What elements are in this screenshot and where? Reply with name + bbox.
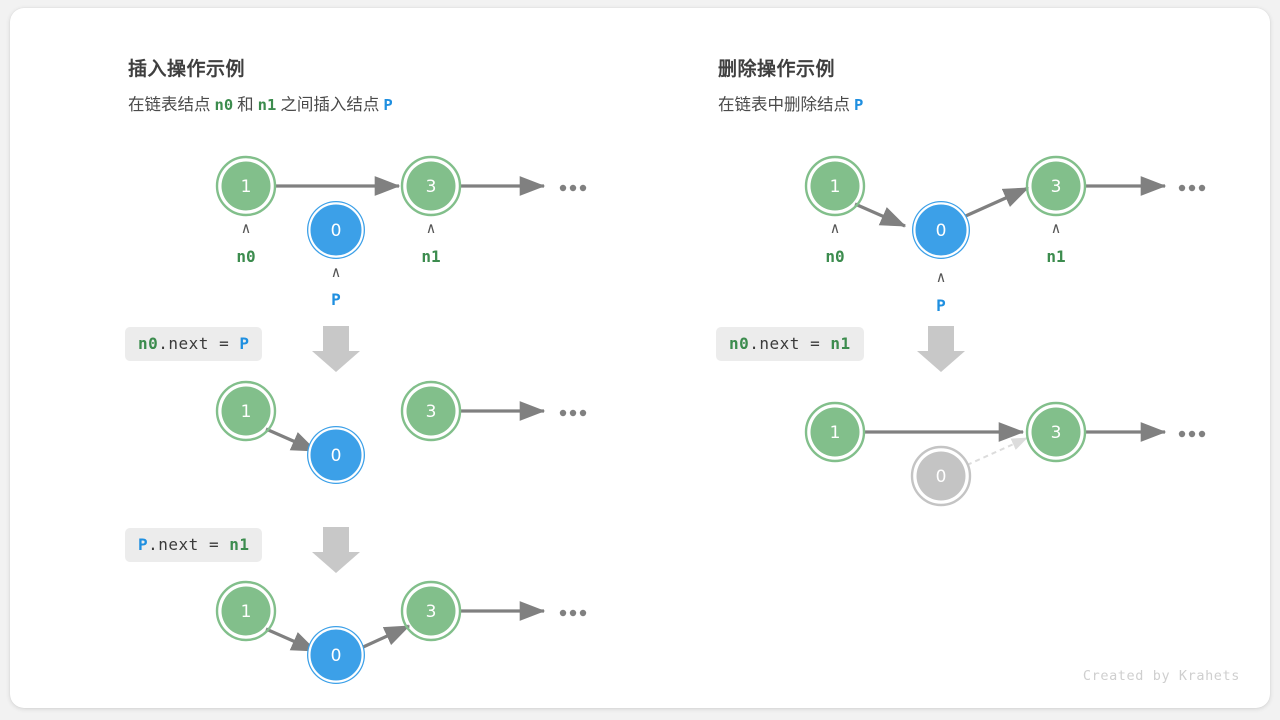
subtitle-text-part1: 在链表中删除结点	[718, 96, 850, 114]
node-value: 1	[830, 423, 841, 443]
node-n0[interactable]: 1	[215, 155, 277, 217]
node-value: 1	[241, 602, 252, 622]
remove-step-0: 1 ∧ n0 0 ∧ P 3 ∧ n1	[804, 155, 1206, 315]
node-value: 1	[830, 177, 841, 197]
node-p-removed[interactable]: 0	[910, 445, 972, 507]
node-label-n0: n0	[825, 247, 844, 266]
caret-icon: ∧	[830, 219, 839, 237]
node-value: 3	[426, 177, 437, 197]
node-n0[interactable]: 1	[804, 155, 866, 217]
node-n1[interactable]: 3	[400, 580, 462, 642]
node-n0[interactable]: 1	[215, 580, 277, 642]
panel-title-insert: 插入操作示例	[128, 59, 246, 80]
step-down-arrow-icon	[312, 527, 360, 573]
remove-step-1: 1 0 3	[804, 401, 1206, 507]
node-value: 0	[936, 467, 947, 487]
code-pill-p-next-n1: P.next = n1	[125, 528, 263, 562]
node-value: 0	[331, 646, 342, 666]
remove-diagram-stage: 1 ∧ n0 0 ∧ P 3 ∧ n1	[804, 155, 1206, 507]
node-p[interactable]: 0	[307, 426, 365, 484]
node-n1[interactable]: 3	[1025, 401, 1087, 463]
arrow-n0-to-p	[265, 627, 318, 653]
code-token-p: P	[239, 334, 250, 353]
step-down-arrow-icon	[917, 326, 965, 372]
node-p[interactable]: 0	[307, 201, 365, 259]
step-down-arrow-icon	[312, 326, 360, 372]
node-p[interactable]: 0	[912, 201, 970, 259]
credit-label: Created by Krahets	[1082, 668, 1240, 684]
ellipsis-next	[559, 184, 587, 192]
caret-icon: ∧	[426, 219, 435, 237]
node-value: 1	[241, 402, 252, 422]
code-token-next-eq: .next =	[158, 334, 240, 353]
insert-step-0: 1 ∧ n0 0 ∧ P 3 ∧ n1	[215, 155, 587, 309]
ellipsis-next	[559, 409, 587, 417]
code-pill-n0-next-p: n0.next = P	[125, 327, 263, 361]
node-n0[interactable]: 1	[215, 380, 277, 442]
subtitle-code-n0: n0	[214, 96, 234, 114]
subtitle-text-part2: 和	[237, 96, 254, 114]
ellipsis-next	[1178, 430, 1206, 438]
node-value: 0	[331, 446, 342, 466]
caret-icon: ∧	[241, 219, 250, 237]
subtitle-code-p: P	[854, 96, 864, 114]
node-value: 3	[1051, 177, 1062, 197]
node-label-n0: n0	[236, 247, 255, 266]
caret-icon: ∧	[936, 268, 945, 286]
caret-icon: ∧	[1051, 219, 1060, 237]
node-value: 3	[426, 402, 437, 422]
panel-title-remove: 删除操作示例	[718, 59, 836, 80]
insert-step-2: 1 0 3	[215, 580, 587, 684]
node-value: 0	[936, 221, 947, 241]
subtitle-text-part1: 在链表结点	[128, 96, 211, 114]
node-label-p: P	[936, 296, 946, 315]
arrow-p-to-n1	[360, 624, 411, 650]
ellipsis-next	[1178, 184, 1206, 192]
code-token-n1: n1	[830, 334, 851, 353]
node-p[interactable]: 0	[307, 626, 365, 684]
node-label-n1: n1	[1046, 247, 1065, 266]
node-label-n1: n1	[421, 247, 440, 266]
code-token-n1: n1	[229, 535, 250, 554]
caret-icon: ∧	[331, 263, 340, 281]
code-token-next-eq: .next =	[749, 334, 831, 353]
node-value: 1	[241, 177, 252, 197]
subtitle-code-n1: n1	[257, 96, 277, 114]
node-n1[interactable]: 3	[1025, 155, 1087, 217]
code-token-n0: n0	[729, 334, 750, 353]
arrow-removed-p-to-n1-faded	[966, 437, 1028, 466]
node-n1[interactable]: 3	[400, 380, 462, 442]
node-n1[interactable]: 3	[400, 155, 462, 217]
ellipsis-next	[559, 609, 587, 617]
node-n0[interactable]: 1	[804, 401, 866, 463]
code-token-p: P	[138, 535, 149, 554]
insert-step-1: 1 0 3	[215, 380, 587, 484]
node-value: 3	[426, 602, 437, 622]
code-pill-n0-next-n1: n0.next = n1	[716, 327, 864, 361]
insert-diagram-stage: 1 ∧ n0 0 ∧ P 3 ∧ n1	[215, 155, 587, 684]
node-value: 0	[331, 221, 342, 241]
node-label-p: P	[331, 290, 341, 309]
subtitle-text-part3: 之间插入结点	[280, 96, 380, 114]
code-token-next-eq: .next =	[148, 535, 230, 554]
node-value: 3	[1051, 423, 1062, 443]
code-token-n0: n0	[138, 334, 159, 353]
arrow-n0-to-p	[854, 202, 907, 228]
subtitle-code-p: P	[383, 96, 393, 114]
arrow-n0-to-p	[265, 427, 318, 453]
